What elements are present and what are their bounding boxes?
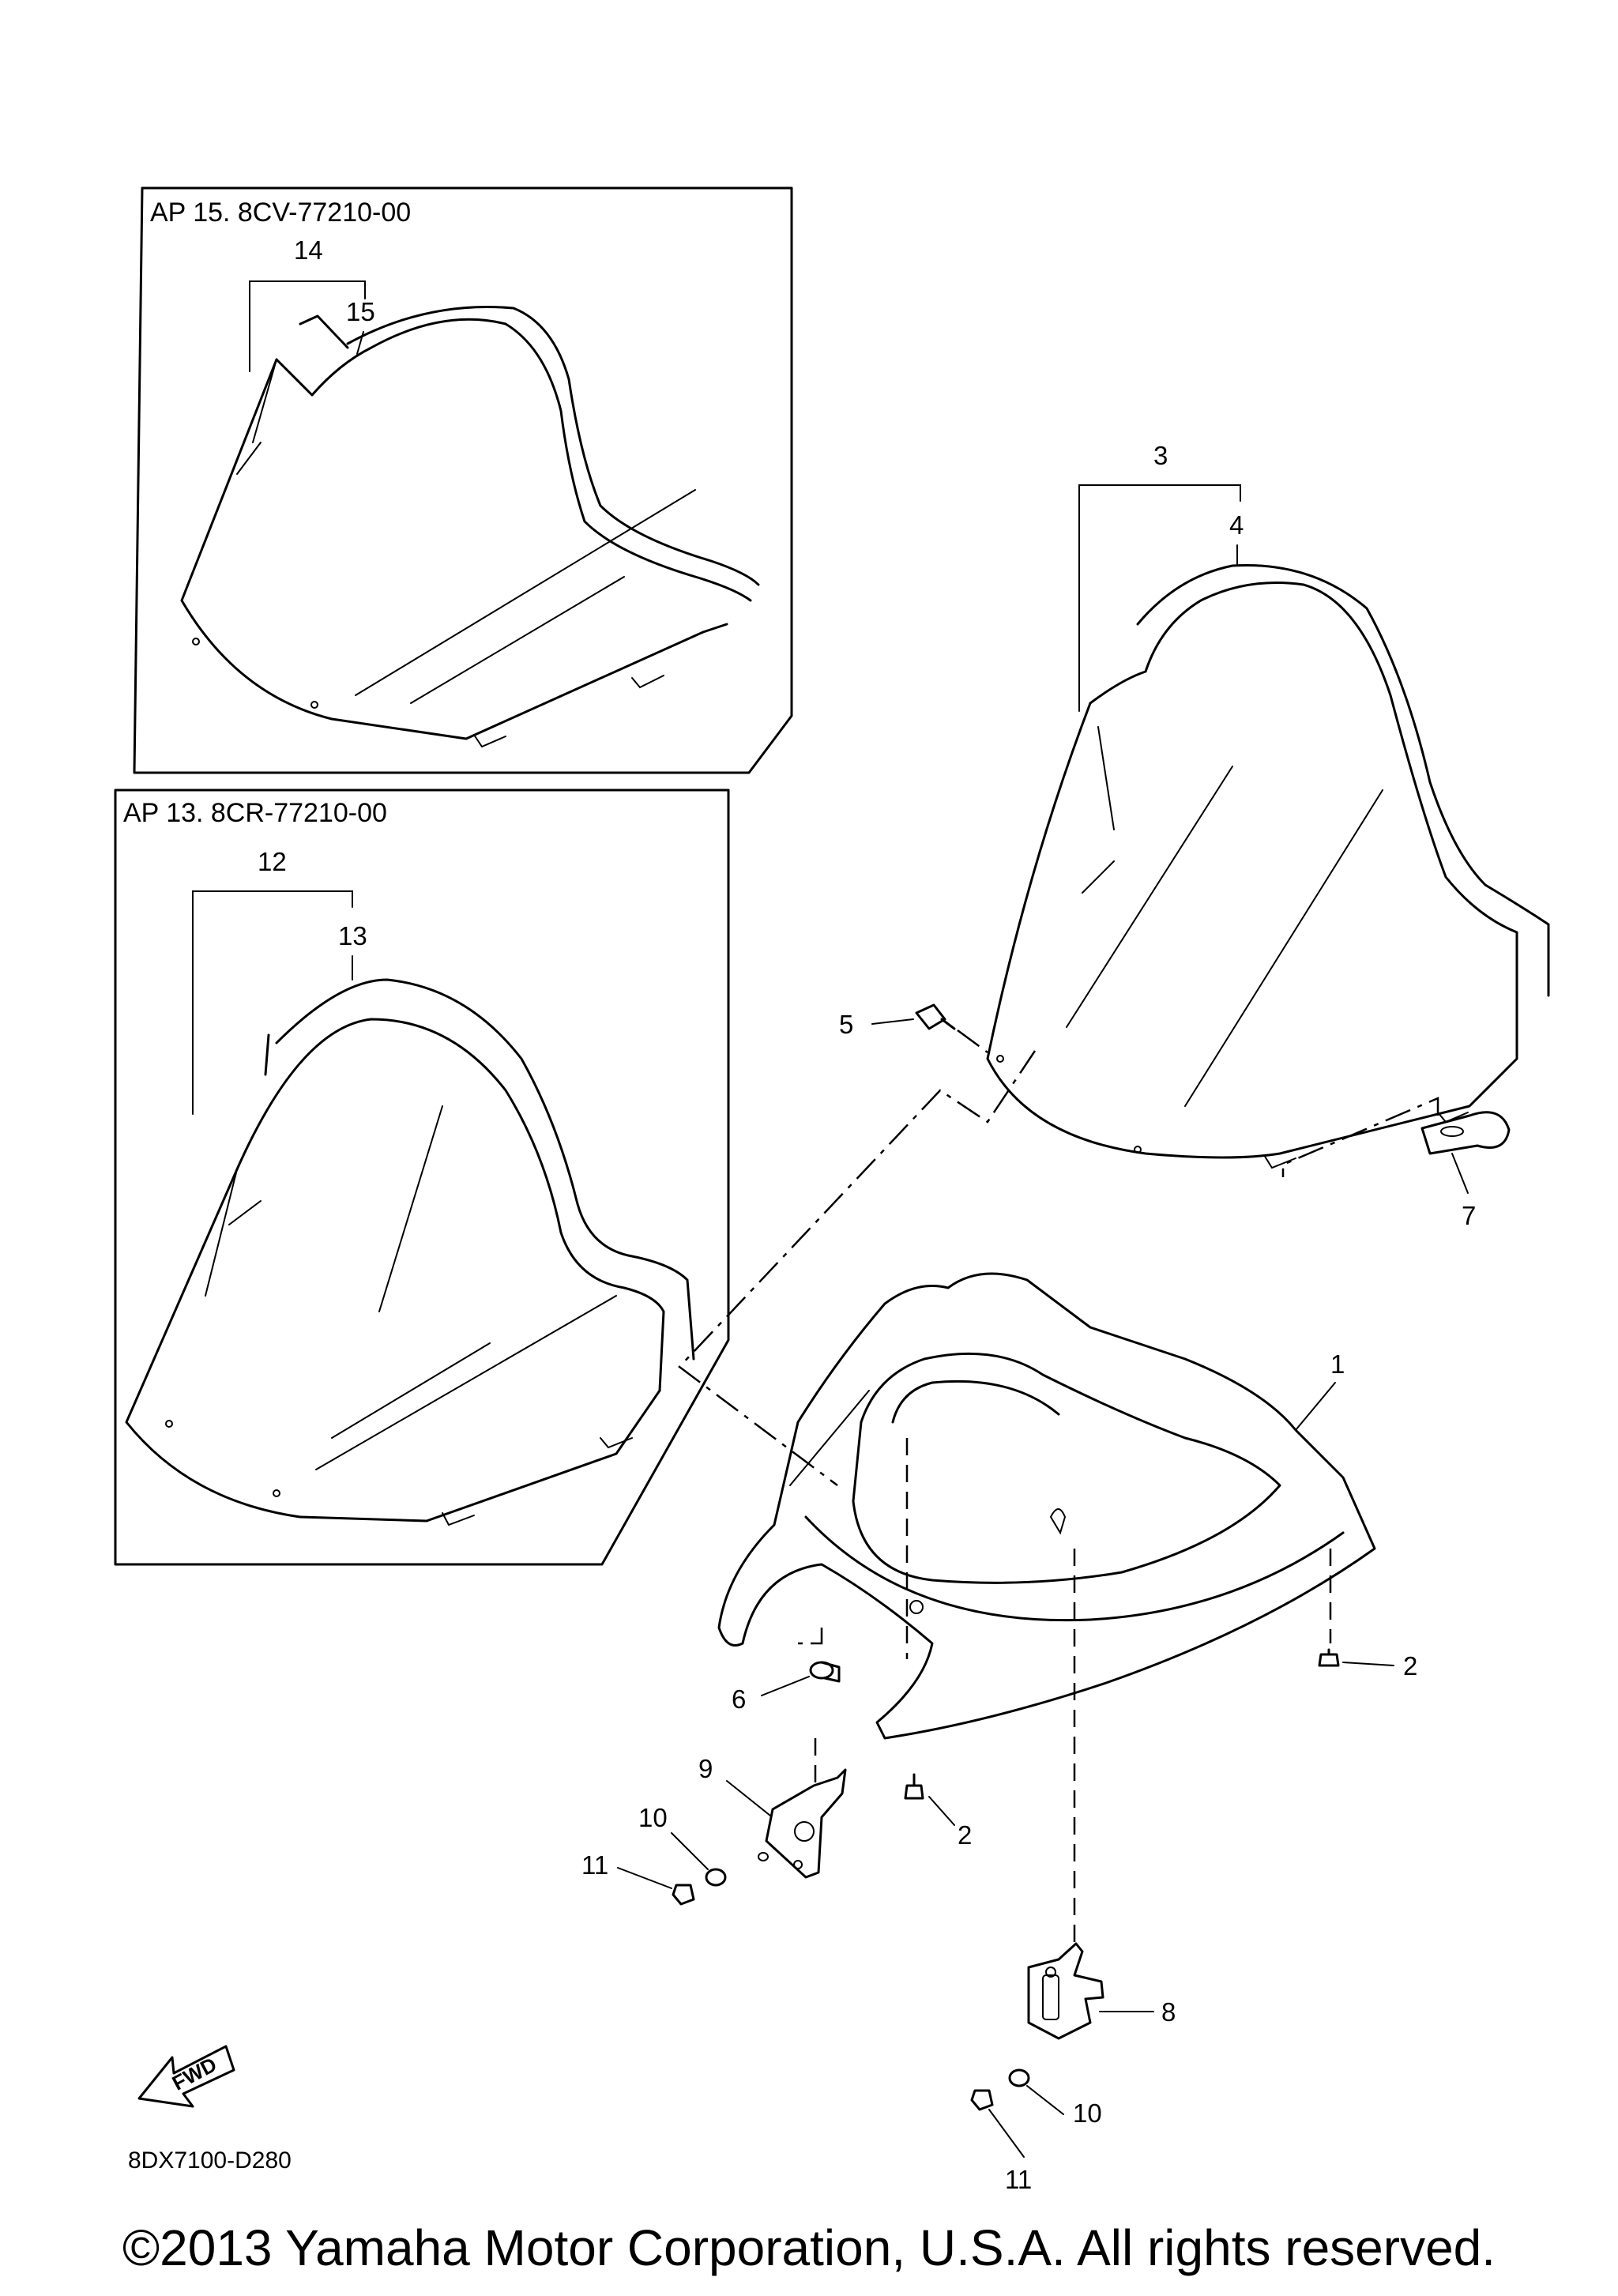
callout-9: 9 — [698, 1754, 713, 1783]
kit-ap15-label: AP 15. 8CV-77210-00 — [150, 198, 411, 228]
fwd-arrow-icon: FWD — [137, 2045, 235, 2108]
callout-7: 7 — [1462, 1201, 1476, 1230]
washer-10-right: 10 — [1008, 2068, 1102, 2128]
callout-12: 12 — [258, 847, 287, 876]
bolt-2-right: 2 — [1318, 1648, 1417, 1681]
stay-8: 8 — [1027, 1942, 1176, 2040]
windshield-ap15 — [180, 305, 760, 748]
bracket-7: 7 — [1281, 1097, 1511, 1230]
callout-2-lower: 2 — [958, 1820, 972, 1850]
kit-ap13-label: AP 13. 8CR-77210-00 — [123, 798, 387, 828]
callout-11-right: 11 — [1005, 2165, 1032, 2194]
nut-11-right: 11 — [970, 2089, 1032, 2194]
callout-13: 13 — [338, 921, 367, 950]
cowl-1: 1 — [717, 1272, 1376, 1952]
diagram-code: 8DX7100-D280 — [128, 2147, 292, 2174]
callout-10-right: 10 — [1073, 2098, 1102, 2128]
callout-8: 8 — [1161, 1997, 1176, 2027]
windshield-main: 3 4 — [986, 441, 1550, 1169]
callout-6: 6 — [732, 1684, 746, 1714]
callout-1: 1 — [1330, 1349, 1345, 1379]
washer-10-left: 10 — [638, 1803, 769, 1887]
callout-2-right: 2 — [1403, 1651, 1417, 1681]
callout-4: 4 — [1229, 510, 1244, 540]
bolt-2-lower: 2 — [904, 1773, 972, 1850]
callout-3: 3 — [1153, 441, 1168, 470]
grommet-6: 6 — [732, 1628, 841, 1714]
copyright-notice: ©2013 Yamaha Motor Corporation, U.S.A. A… — [122, 2219, 1496, 2276]
callout-15: 15 — [346, 297, 375, 326]
callout-5: 5 — [839, 1010, 853, 1039]
windshield-ap13 — [125, 978, 695, 1526]
nut-11-left: 11 — [581, 1850, 695, 1906]
kit-box-ap15: AP 15. 8CV-77210-00 14 15 — [133, 186, 793, 774]
callout-14: 14 — [294, 235, 323, 265]
callout-11-left: 11 — [581, 1850, 608, 1880]
kit-box-ap13: AP 13. 8CR-77210-00 12 13 — [114, 789, 730, 1566]
screw-5: 5 — [839, 1003, 988, 1054]
stay-9: 9 — [698, 1738, 847, 1879]
callout-10-left: 10 — [638, 1803, 668, 1832]
